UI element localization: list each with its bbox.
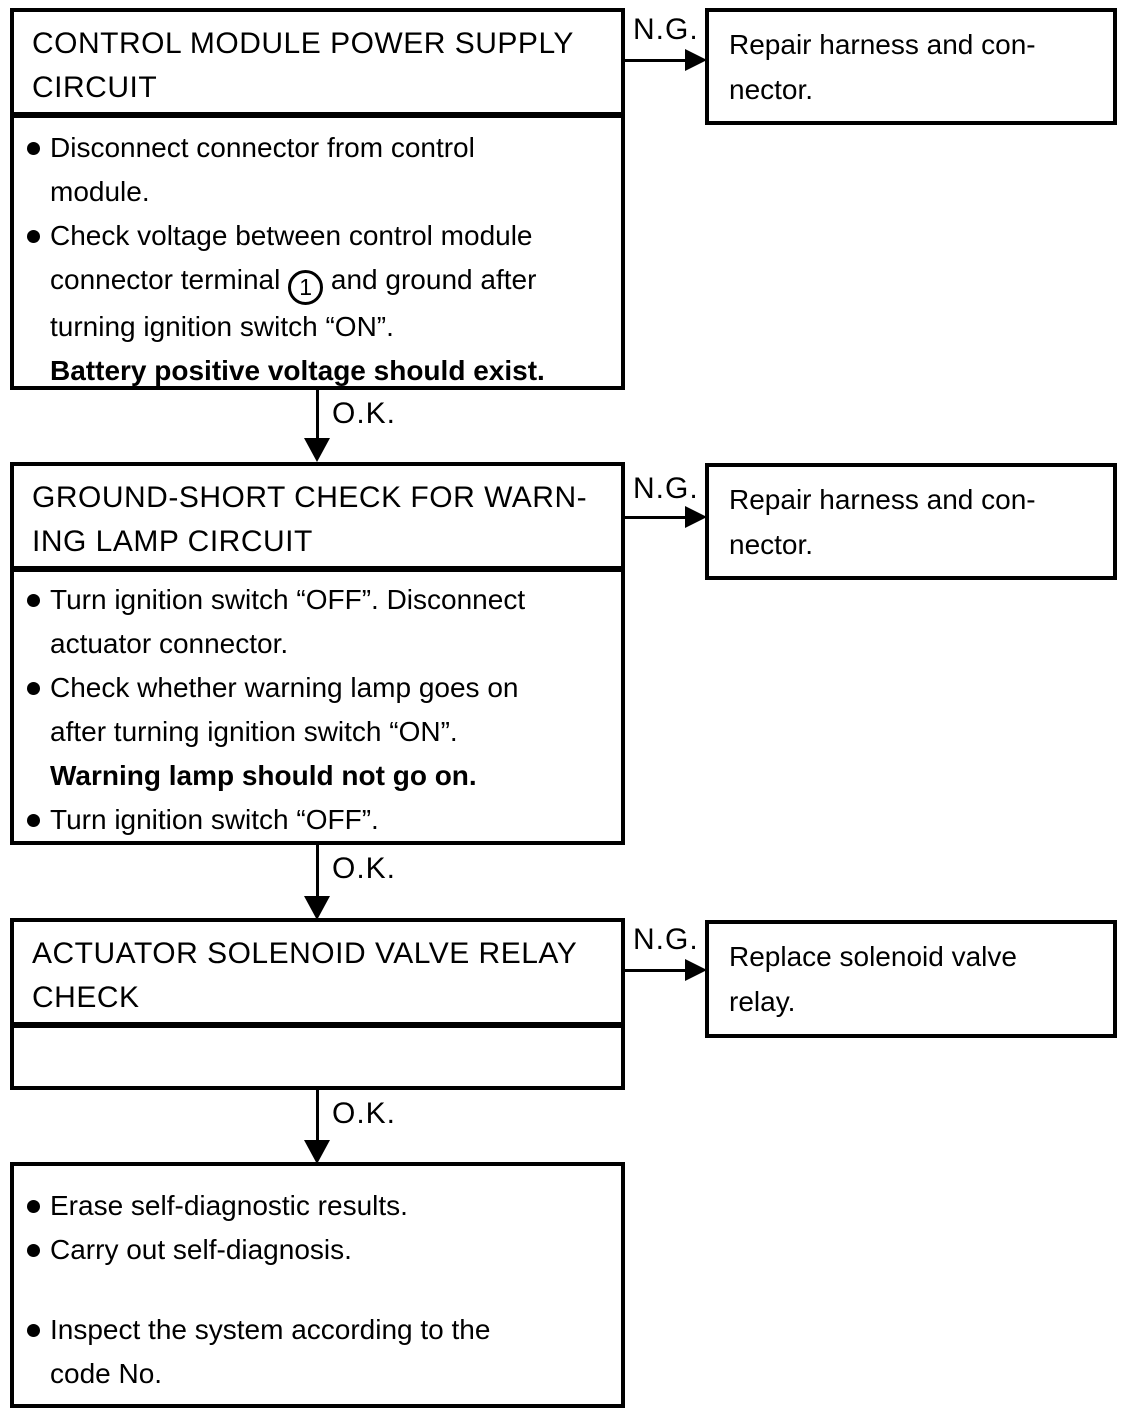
ng-arrow-2-line [625, 516, 687, 519]
step4-box: Erase self-diagnostic results. Carry out… [10, 1162, 625, 1408]
bullet-item: Turn ignition switch “OFF”. [26, 798, 607, 842]
bullet-dot [27, 814, 40, 827]
step3-box: ACTUATOR SOLENOID VALVE RELAY CHECK [10, 918, 625, 1090]
spec-emphasis: Warning lamp should not go on. [50, 760, 477, 791]
bullet-dot [27, 142, 40, 155]
ok-label-3: O.K. [332, 1097, 397, 1130]
bullet-dot [27, 1200, 40, 1213]
ok-arrow-1-line [316, 390, 319, 442]
bullet-text: Carry out self-diagnosis. [50, 1234, 352, 1265]
ng-arrow-1-head [685, 49, 707, 71]
bullet-item: Erase self-diagnostic results. [26, 1184, 607, 1228]
ok-arrow-3-line [316, 1090, 319, 1142]
bullet-text: Erase self-diagnostic results. [50, 1190, 408, 1221]
ok-arrow-3-head [304, 1140, 330, 1164]
ng-label-3: N.G. [633, 923, 699, 956]
bullet-dot [27, 1324, 40, 1337]
bullet-dot [27, 230, 40, 243]
bullet-item: Carry out self-diagnosis. [26, 1228, 607, 1272]
ng-label-1: N.G. [633, 13, 699, 46]
ng-arrow-3-line [625, 969, 687, 972]
bullet-text: Disconnect connector from control module… [50, 132, 475, 207]
ok-arrow-2-head [304, 896, 330, 920]
bullet-dot [27, 1244, 40, 1257]
ng-action-box-1: Repair harness and con- nector. [705, 8, 1117, 125]
step2-title: GROUND-SHORT CHECK FOR WARN- ING LAMP CI… [14, 466, 621, 572]
bullet-text: Turn ignition switch “OFF”. [50, 804, 379, 835]
bullet-item: Check whether warning lamp goes on after… [26, 666, 607, 798]
step1-box: CONTROL MODULE POWER SUPPLY CIRCUIT Disc… [10, 8, 625, 390]
bullet-item: Check voltage between control module con… [26, 214, 607, 393]
bullet-item: Disconnect connector from control module… [26, 126, 607, 214]
bullet-text-post: and ground after turning ignition switch… [50, 264, 537, 342]
bullet-item: Inspect the system according to the code… [26, 1308, 607, 1396]
ng-arrow-2-head [685, 506, 707, 528]
step1-body: Disconnect connector from control module… [14, 118, 621, 393]
ok-label-2: O.K. [332, 852, 397, 885]
bullet-item: Turn ignition switch “OFF”. Disconnect a… [26, 578, 607, 666]
bullet-text-pre: Check voltage between control module con… [50, 220, 533, 295]
bullet-text: Turn ignition switch “OFF”. Disconnect a… [50, 584, 526, 659]
bullet-text: Inspect the system according to the code… [50, 1314, 491, 1389]
step3-body-empty [14, 1028, 621, 1090]
ok-label-1: O.K. [332, 397, 397, 430]
step2-body: Turn ignition switch “OFF”. Disconnect a… [14, 572, 621, 842]
step2-box: GROUND-SHORT CHECK FOR WARN- ING LAMP CI… [10, 462, 625, 845]
step1-title: CONTROL MODULE POWER SUPPLY CIRCUIT [14, 12, 621, 118]
ng-arrow-3-head [685, 959, 707, 981]
ng-arrow-1-line [625, 59, 687, 62]
ok-arrow-1-head [304, 438, 330, 462]
bullet-dot [27, 594, 40, 607]
ng-action-box-3: Replace solenoid valve relay. [705, 920, 1117, 1038]
step3-title: ACTUATOR SOLENOID VALVE RELAY CHECK [14, 922, 621, 1028]
bullet-text: Check voltage between control module con… [50, 214, 545, 393]
step4-body: Erase self-diagnostic results. Carry out… [14, 1166, 621, 1396]
ok-arrow-2-line [316, 845, 319, 900]
terminal-1-circle: 1 [288, 270, 324, 305]
ng-label-2: N.G. [633, 472, 699, 505]
bullet-dot [27, 682, 40, 695]
ng-action-box-2: Repair harness and con- nector. [705, 463, 1117, 580]
spec-emphasis: Battery positive voltage should exist. [50, 355, 545, 386]
bullet-text: Check whether warning lamp goes on after… [50, 666, 518, 798]
bullet-text-main: Check whether warning lamp goes on after… [50, 672, 519, 747]
